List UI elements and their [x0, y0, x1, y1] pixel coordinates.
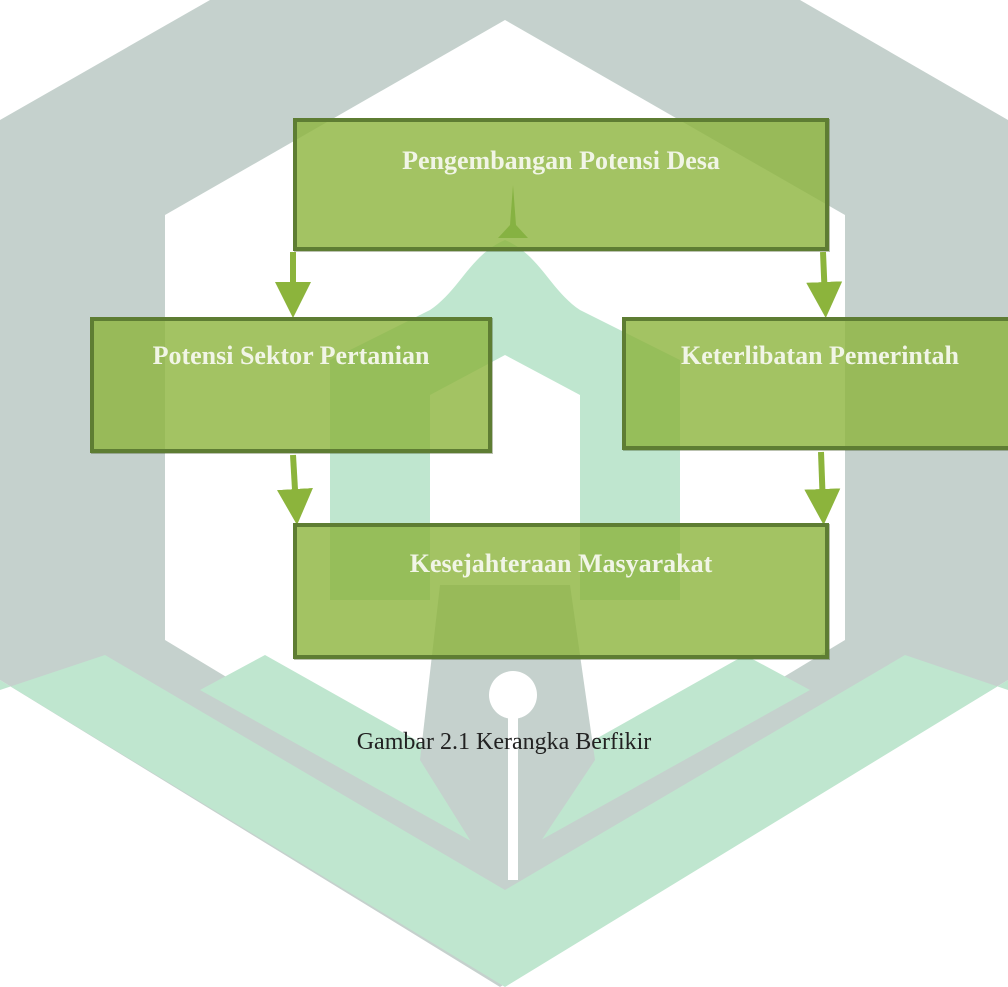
node-potensi-sektor-pertanian: Potensi Sektor Pertanian — [90, 317, 492, 453]
watermark-pen-hole — [489, 671, 537, 719]
watermark-green-inner-arch — [200, 655, 810, 860]
node-label: Keterlibatan Pemerintah — [681, 341, 959, 370]
watermark-pen-slit — [508, 715, 518, 880]
figure-caption: Gambar 2.1 Kerangka Berfikir — [356, 729, 652, 755]
node-label: Kesejahteraan Masyarakat — [409, 549, 713, 578]
node-kesejahteraan-masyarakat: Kesejahteraan Masyarakat — [293, 523, 829, 659]
node-label: Pengembangan Potensi Desa — [402, 146, 720, 175]
arrow-left-to-bottom — [276, 454, 313, 525]
arrow-right-to-bottom — [804, 451, 841, 525]
node-pengembangan-potensi-desa: Pengembangan Potensi Desa — [293, 118, 829, 251]
node-keterlibatan-pemerintah: Keterlibatan Pemerintah — [622, 317, 1008, 450]
watermark-green-frame — [0, 655, 1008, 987]
arrow-top-to-right — [806, 251, 843, 318]
node-label: Potensi Sektor Pertanian — [152, 341, 430, 370]
